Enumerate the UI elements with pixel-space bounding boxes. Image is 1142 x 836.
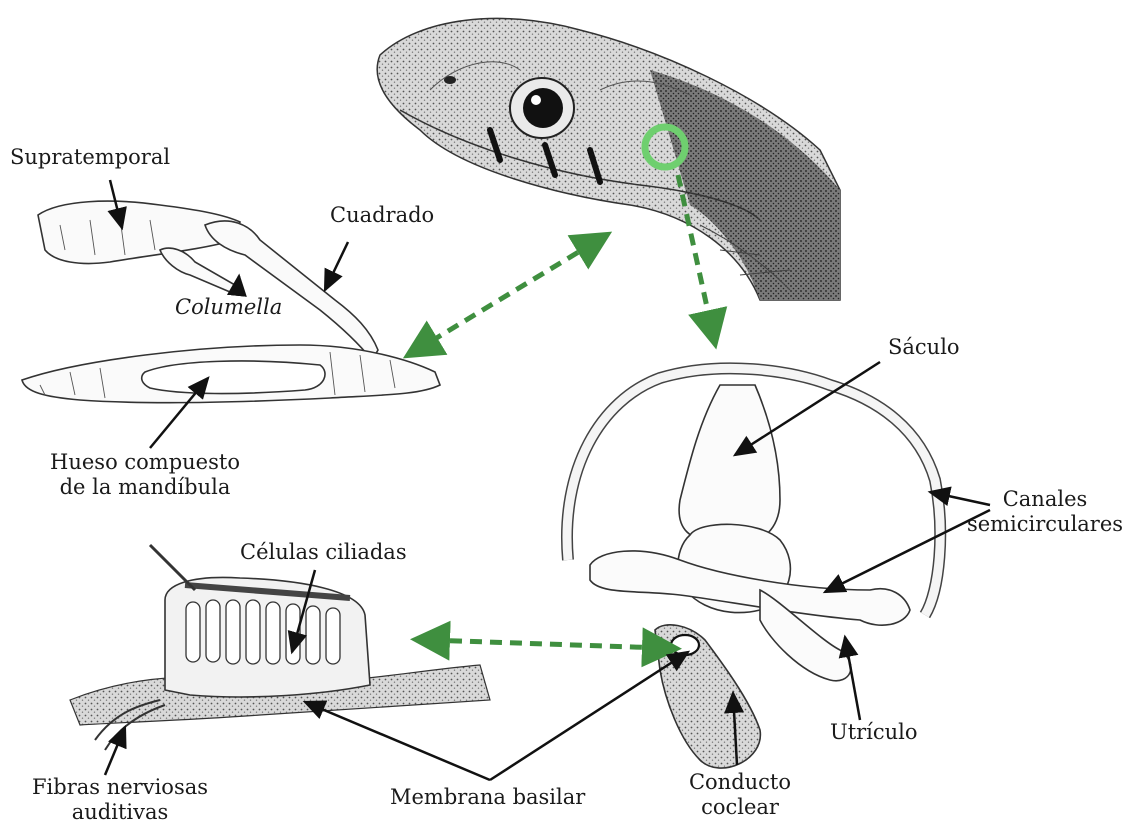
label-conducto-line1: Conducto [665,770,815,795]
label-conducto-line2: coclear [665,795,815,820]
leader-cuadrado [325,242,348,290]
label-columella: Columella [175,295,282,320]
label-hueso-line1: Hueso compuesto [20,450,270,475]
label-supratemporal: Supratemporal [10,145,170,170]
label-conducto-coclear: Conducto coclear [665,770,815,820]
head-to-bones-arrow [420,242,595,348]
leader-fibras [105,727,125,775]
label-canales-line2: semicirculares [955,512,1135,537]
label-utriculo: Utrículo [830,720,918,745]
leader-membrana-1 [305,702,490,780]
label-celulas-ciliadas: Células ciliadas [240,540,407,565]
label-canales-line1: Canales [955,487,1135,512]
label-cuadrado: Cuadrado [330,203,434,228]
label-membrana-basilar: Membrana basilar [390,785,585,810]
leader-membrana-2 [490,652,688,780]
label-hueso-line2: de la mandíbula [20,475,270,500]
label-hueso-compuesto: Hueso compuesto de la mandíbula [20,450,270,500]
label-fibras-line2: auditivas [5,800,235,825]
hair-cell-illustration [70,545,490,750]
label-fibras-line1: Fibras nerviosas [5,775,235,800]
label-fibras-nerviosas: Fibras nerviosas auditivas [5,775,235,825]
inner-ear-illustration [567,368,940,768]
leader-columella [237,276,239,295]
snake-head-illustration [377,18,840,300]
hair-cell-to-cochlea-arrow [430,640,662,648]
label-saculo: Sáculo [888,335,960,360]
label-canales-semicirculares: Canales semicirculares [955,487,1135,537]
leader-utriculo [845,637,860,720]
